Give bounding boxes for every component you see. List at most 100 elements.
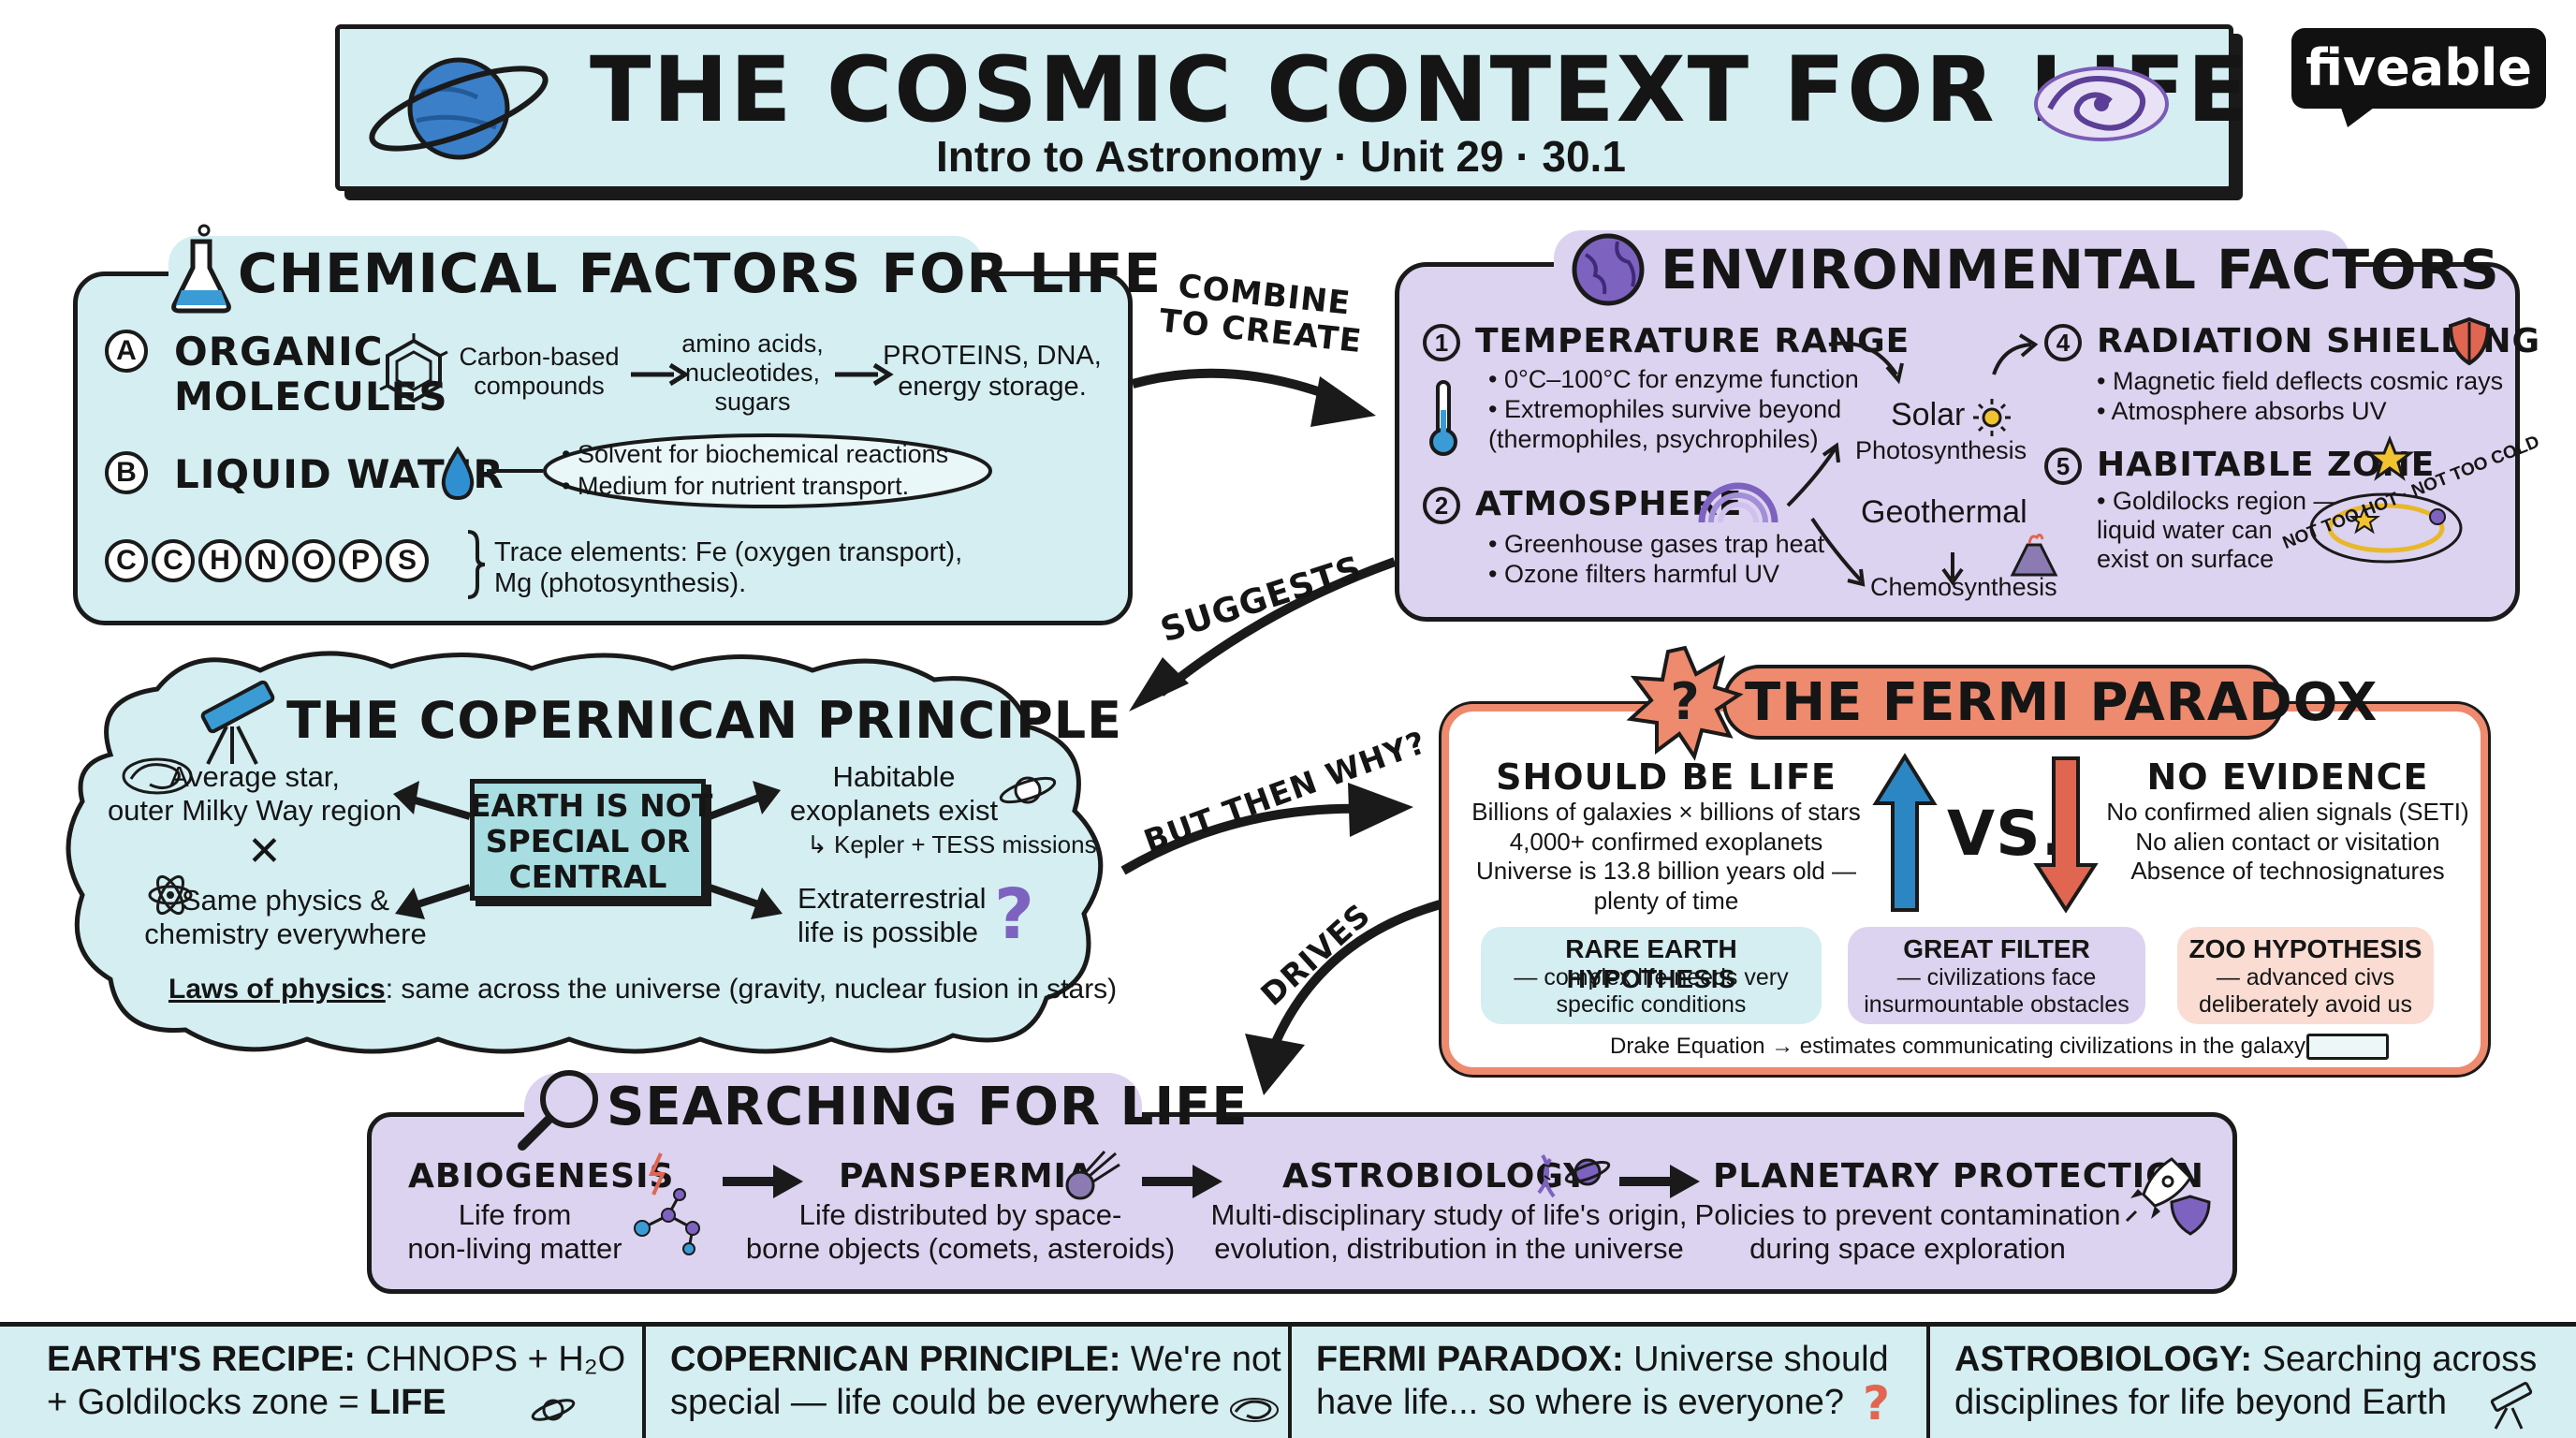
cross-icon: ✕	[247, 829, 282, 874]
footer-bar: EARTH'S RECIPE: CHNOPS + H₂O + Goldilock…	[0, 1322, 2576, 1438]
footer-recipe-text: CHNOPS + H₂O + Goldilocks zone =	[47, 1340, 626, 1423]
chemosynthesis-label: Chemosynthesis	[1870, 573, 2057, 601]
footer-astrobiology-label: ASTROBIOLOGY:	[1954, 1340, 2253, 1379]
factor-a-products: PROTEINS, DNA, energy storage.	[883, 341, 1102, 403]
step-abiogenesis-title: ABIOGENESIS	[408, 1157, 675, 1196]
water-bullets-bubble	[487, 433, 992, 508]
arrow-icon	[631, 362, 690, 387]
copernican-average-star: Average star, outer Milky Way region	[107, 760, 402, 827]
step-abiogenesis-text: Life from non-living matter	[407, 1198, 622, 1265]
solar-label: Solar	[1891, 397, 1966, 433]
hypothesis-zoo	[2177, 927, 2434, 1024]
factor-1-point-1: • 0°C–100°C for enzyme function	[1488, 365, 1859, 393]
volcano-icon	[2010, 533, 2058, 577]
rocket-shield-icon	[2125, 1157, 2211, 1236]
sun-icon	[1973, 399, 2011, 436]
footer-fermi-text: Universe should have life... so where is…	[1316, 1340, 1889, 1423]
spark-molecule-icon	[634, 1152, 700, 1255]
arrow-icon	[1619, 1165, 1700, 1198]
factor-a-compounds: Carbon-based compounds	[459, 343, 620, 401]
copernican-et: Extraterrestrial life is possible	[798, 882, 987, 948]
shield-icon	[2448, 316, 2491, 366]
drake-equation-placeholder	[2306, 1034, 2389, 1060]
footer-fermi-label: FERMI PARADOX:	[1316, 1340, 1624, 1379]
step-astrobiology-text: Multi-disciplinary study of life's origi…	[1210, 1198, 1688, 1265]
copernican-missions: ↳ Kepler + TESS missions	[807, 830, 1097, 858]
factor-5-text: • Goldilocks region — liquid water can e…	[2097, 487, 2339, 574]
environmental-title: ENVIRONMENTAL FACTORS	[1661, 238, 2500, 301]
photosynthesis-label: Photosynthesis	[1855, 436, 2027, 464]
copernican-laws: Laws of physics: same across the univers…	[168, 974, 1117, 1006]
factor-5-badge: 5	[2044, 448, 2082, 485]
footer-telescope-icon	[2490, 1382, 2533, 1430]
factor-c-trace: Trace elements: Fe (oxygen transport), M…	[494, 537, 963, 599]
brand-logo: fiveable	[2291, 28, 2546, 109]
element-n: N	[245, 539, 288, 582]
water-drop-icon	[441, 446, 475, 501]
arrow-icon	[835, 362, 894, 387]
footer-galaxy-icon	[1230, 1398, 1279, 1422]
factor-1-point-3: (thermophiles, psychrophiles)	[1488, 425, 1819, 453]
hypothesis-rare-earth-text: — complex life needs very specific condi…	[1514, 964, 1789, 1018]
element-s: S	[386, 539, 429, 582]
element-h: H	[198, 539, 242, 582]
copernican-center-text: EARTH IS NOT SPECIAL OR CENTRAL	[470, 787, 713, 895]
hypothesis-rare-earth-title: RARE EARTH HYPOTHESIS	[1565, 934, 1737, 993]
water-point-1: • Solvent for biochemical reactions	[562, 440, 949, 468]
factor-b-letter: B	[105, 451, 148, 494]
footer-cell-recipe: EARTH'S RECIPE: CHNOPS + H₂O + Goldilock…	[0, 1327, 646, 1438]
copernican-laws-label: Laws of physics	[168, 974, 386, 1005]
factor-1-title: TEMPERATURE RANGE	[1475, 322, 1910, 360]
galaxy-icon	[2034, 66, 2169, 141]
dna-planet-icon	[1537, 1153, 1611, 1198]
environmental-title-tab	[1554, 230, 2349, 298]
arrow-but-then-why	[1120, 783, 1413, 875]
element-c: C	[152, 539, 195, 582]
fermi-title-tab	[1722, 665, 2284, 740]
factor-1-number: 1	[1423, 324, 1470, 361]
step-panspermia-text: Life distributed by space- borne objects…	[745, 1198, 1176, 1265]
star-icon	[2364, 434, 2415, 481]
energy-flow-arrows	[1786, 333, 2039, 587]
hypothesis-great-filter-text: — civilizations face insurmountable obst…	[1864, 964, 2130, 1018]
factor-2-point-1: • Greenhouse gases trap heat	[1488, 530, 1825, 558]
step-astrobiology-title: ASTROBIOLOGY	[1282, 1157, 1589, 1196]
footer-question-icon: ?	[1863, 1376, 1892, 1431]
factor-a-row: A	[105, 330, 152, 373]
fermi-left-text: Billions of galaxies × billions of stars…	[1471, 798, 1861, 916]
hypothesis-great-filter-title: GREAT FILTER	[1903, 934, 2090, 963]
header-banner	[335, 24, 2233, 191]
thermometer-icon	[1429, 380, 1457, 456]
factor-2-number: 2	[1423, 487, 1470, 524]
factor-2-badge: 2	[1423, 487, 1460, 524]
hypothesis-zoo-title: ZOO HYPOTHESIS	[2188, 934, 2422, 963]
footer-copernican-label: COPERNICAN PRINCIPLE:	[670, 1340, 1121, 1379]
geothermal-label: Geothermal	[1861, 494, 2027, 530]
magnifier-icon	[518, 1070, 598, 1151]
hypothesis-rare-earth	[1481, 927, 1822, 1024]
factor-4-point-1: • Magnetic field deflects cosmic rays	[2097, 367, 2504, 395]
footer-cell-fermi: FERMI PARADOX: Universe should have life…	[1292, 1327, 1930, 1438]
environmental-factors-panel	[1395, 262, 2520, 622]
arrow-suggests	[1129, 557, 1397, 712]
step-planetary-protection-text: Policies to prevent contamination during…	[1694, 1198, 2121, 1265]
drake-equation-note: Drake Equation → estimates communicating…	[1610, 1034, 2306, 1059]
footer-cell-astrobiology: ASTROBIOLOGY: Searching across disciplin…	[1930, 1327, 2576, 1438]
habitable-zone-orbit-icon	[2309, 492, 2463, 564]
benzene-icon	[379, 333, 448, 404]
brace-icon	[467, 530, 486, 599]
factor-b-row: B	[105, 451, 152, 494]
up-arrow-icon	[1872, 753, 1938, 912]
saturn-small-icon	[999, 776, 1057, 804]
telescope-icon	[200, 680, 275, 765]
element-o: O	[292, 539, 335, 582]
copernican-same-physics: Same physics & chemistry everywhere	[144, 884, 427, 950]
fermi-title: THE FERMI PARADOX	[1745, 672, 2378, 733]
chemical-title: CHEMICAL FACTORS FOR LIFE	[238, 242, 1163, 305]
galaxy-small-icon	[122, 757, 193, 795]
brand-wordmark: fiveable	[2305, 38, 2533, 97]
factor-2-point-2: • Ozone filters harmful UV	[1488, 560, 1780, 588]
arrow-icon	[723, 1165, 803, 1198]
fermi-right-title: NO EVIDENCE	[2146, 756, 2429, 798]
